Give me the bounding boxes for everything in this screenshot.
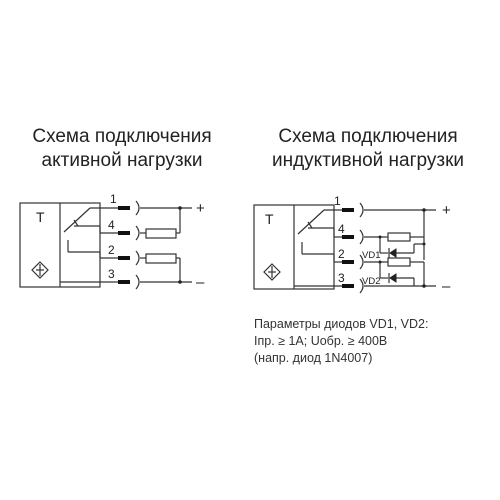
left-minus-label: –: [196, 274, 205, 291]
right-sensor-symbol-icon: [263, 263, 281, 281]
right-title-line1: Схема подключения: [278, 126, 458, 147]
left-block-label: T: [36, 209, 45, 225]
left-title-line2: активной нагрузки: [41, 150, 203, 171]
right-pin-2-label: 2: [338, 247, 345, 261]
vd2-label: VD2: [362, 276, 380, 287]
right-switch-icon: [297, 209, 325, 254]
right-title-line2: индуктивной нагрузки: [271, 150, 465, 171]
left-plus-label: +: [196, 200, 205, 217]
right-diagram-title: Схема подключения индуктивной нагрузки: [250, 125, 486, 173]
note-line-3: (напр. диод 1N4007): [254, 351, 373, 365]
right-minus-label: –: [442, 278, 451, 295]
left-pin-4-label: 4: [108, 218, 115, 232]
vd1-diode-icon: [388, 243, 424, 258]
left-diagram-title: Схема подключения активной нагрузки: [14, 125, 230, 173]
left-pin-2: [99, 250, 181, 282]
left-sensor-body: [19, 202, 101, 288]
vd2-diode-icon: [388, 273, 415, 286]
right-pin-4-label: 4: [338, 222, 345, 236]
left-pin-1-label: 1: [110, 192, 117, 206]
left-sensor-symbol-icon: [31, 261, 49, 279]
right-block-label: T: [265, 211, 274, 227]
left-switch-icon: [63, 207, 91, 252]
right-sensor-body: [253, 204, 335, 290]
diode-parameters-note: Параметры диодов VD1, VD2: Iпр. ≥ 1A; Uо…: [254, 316, 428, 367]
right-pin-3-label: 3: [338, 271, 345, 285]
vd1-label: VD1: [362, 250, 380, 261]
left-title-line1: Схема подключения: [32, 126, 212, 147]
left-pin-3-label: 3: [108, 267, 115, 281]
note-line-2: Iпр. ≥ 1A; Uобр. ≥ 400В: [254, 334, 388, 348]
right-pin-4: [333, 210, 425, 260]
left-pin-2-label: 2: [108, 243, 115, 257]
right-plus-label: +: [442, 202, 451, 219]
right-pin-1: [342, 202, 436, 218]
note-line-1: Параметры диодов VD1, VD2:: [254, 317, 429, 331]
left-pin-4: [99, 208, 181, 241]
left-pin-1: [118, 200, 192, 216]
right-pin-2: [333, 254, 425, 286]
right-pin-1-label: 1: [334, 194, 341, 208]
left-pin-3: [118, 274, 192, 290]
